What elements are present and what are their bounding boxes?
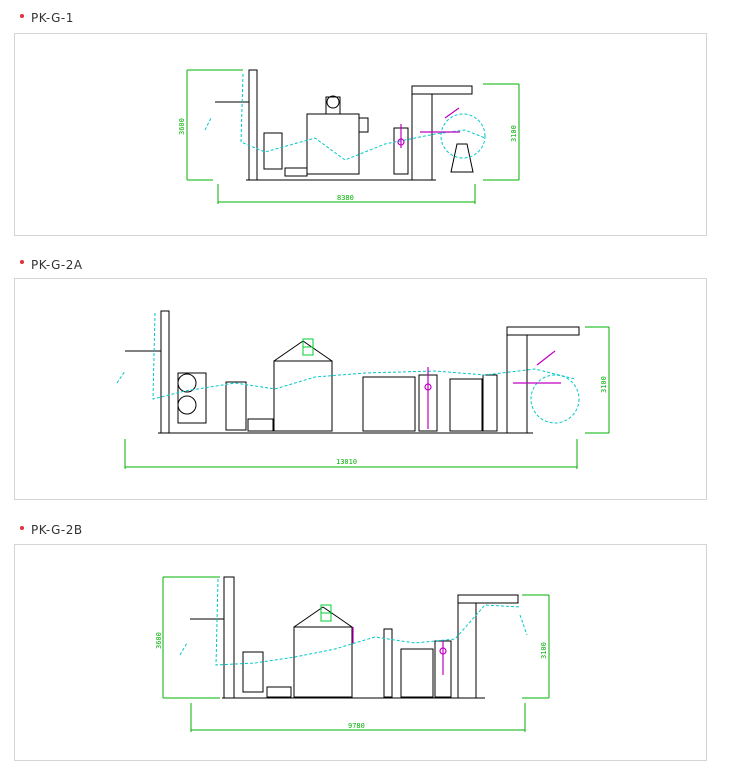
steamer-chamber xyxy=(293,626,353,698)
entry-unit xyxy=(263,132,283,170)
wash-box xyxy=(400,648,434,698)
height-right-label: 3100 xyxy=(540,642,548,659)
entry-column xyxy=(160,310,170,434)
length-label: 8380 xyxy=(337,194,354,202)
entry-column xyxy=(248,69,258,181)
batch-roll-cone xyxy=(450,143,474,173)
section-title: PK-G-2A xyxy=(31,258,83,272)
winding-frame xyxy=(506,326,580,336)
entry-unit xyxy=(242,651,264,693)
fabric-path xyxy=(152,312,576,400)
accumulator xyxy=(177,372,207,424)
length-label: 13010 xyxy=(336,458,357,466)
wash-box-2 xyxy=(449,378,483,432)
fabric-path xyxy=(215,578,521,666)
steamer-chamber xyxy=(273,360,333,432)
bullet-icon xyxy=(20,260,24,264)
winding-frame xyxy=(411,85,473,95)
diagram-frame: 3100 13010 xyxy=(14,278,707,500)
fabric-path xyxy=(240,73,486,161)
machine-drawing-pk-g-2a: 3100 13010 xyxy=(116,310,610,469)
steamer-chamber xyxy=(306,113,360,175)
diagram-frame: 3600 3100 8380 xyxy=(14,33,707,236)
length-label: 9780 xyxy=(348,722,365,730)
machine-drawing-pk-g-1: 3600 3100 8380 xyxy=(178,69,520,204)
section-pk-g-2a: PK-G-2A xyxy=(0,250,739,505)
section-pk-g-1: PK-G-1 xyxy=(0,0,739,240)
wash-box-1 xyxy=(362,376,416,432)
height-right-label: 3100 xyxy=(600,376,608,393)
entry-column xyxy=(223,576,235,699)
section-pk-g-2b: PK-G-2B xyxy=(0,515,739,775)
height-right-label: 3100 xyxy=(510,125,518,142)
top-fan xyxy=(326,95,340,109)
winding-frame xyxy=(457,594,519,604)
section-title: PK-G-1 xyxy=(31,11,74,25)
machine-drawing-pk-g-2b: 3600 3100 9780 xyxy=(155,576,550,732)
diagram-frame: 3600 3100 9780 xyxy=(14,544,707,761)
bullet-icon xyxy=(20,14,24,18)
height-left-label: 3600 xyxy=(155,632,163,649)
section-title: PK-G-2B xyxy=(31,523,83,537)
bullet-icon xyxy=(20,526,24,530)
height-left-label: 3600 xyxy=(178,118,186,135)
